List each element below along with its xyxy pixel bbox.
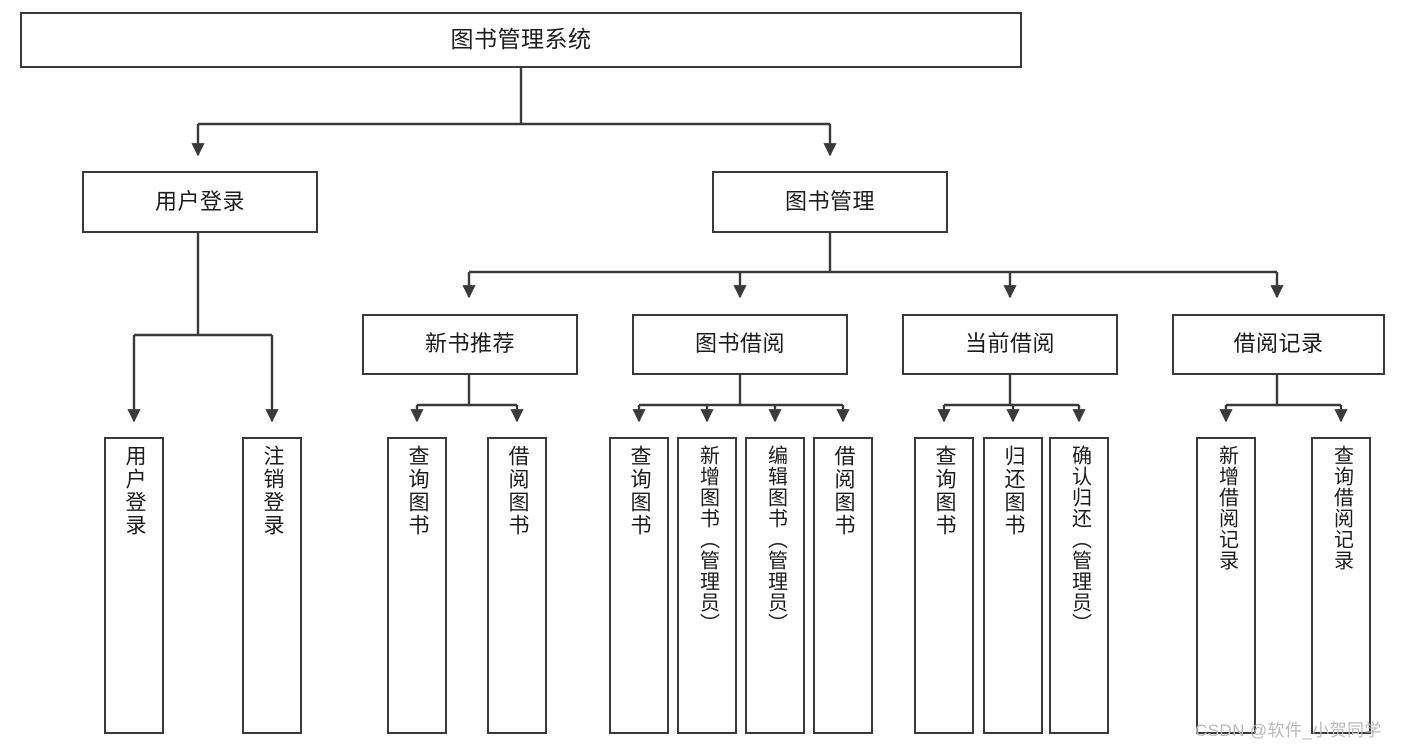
leaf-borrow-book-recommend[interactable]: 借阅图书: [487, 437, 547, 734]
node-new-book-recommend[interactable]: 新书推荐: [362, 314, 578, 375]
node-label: 查询图书: [406, 445, 430, 537]
node-current-borrow[interactable]: 当前借阅: [902, 314, 1118, 375]
leaf-add-borrow-record[interactable]: 新增借阅记录: [1196, 437, 1256, 734]
node-label: 归还图书: [1002, 445, 1026, 537]
node-label: 确认归还（管理员）: [1068, 445, 1091, 634]
leaf-query-book-recommend[interactable]: 查询图书: [387, 437, 447, 734]
node-label: 图书借阅: [694, 331, 785, 357]
node-label: 借阅图书: [506, 445, 530, 537]
leaf-edit-book[interactable]: 编辑图书（管理员）: [745, 437, 805, 734]
leaf-query-book-current[interactable]: 查询图书: [914, 437, 974, 734]
node-root-system[interactable]: 图书管理系统: [20, 12, 1022, 68]
node-label: 借阅记录: [1233, 331, 1324, 357]
leaf-confirm-return[interactable]: 确认归还（管理员）: [1049, 437, 1109, 734]
watermark: CSDN @软件_小贺同学: [1195, 721, 1382, 740]
node-label: 查询图书: [628, 445, 652, 537]
node-label: 图书管理系统: [450, 26, 592, 53]
node-label: 新增借阅记录: [1215, 445, 1238, 571]
node-user-login[interactable]: 用户登录: [82, 171, 318, 233]
node-borrow-record[interactable]: 借阅记录: [1172, 314, 1385, 375]
node-label: 用户登录: [154, 188, 245, 214]
node-label: 用户登录: [123, 445, 147, 537]
node-label: 查询借阅记录: [1330, 445, 1353, 571]
leaf-return-book[interactable]: 归还图书: [983, 437, 1043, 734]
leaf-borrow-book[interactable]: 借阅图书: [813, 437, 873, 734]
node-label: 注销登录: [261, 445, 285, 537]
node-label: 编辑图书（管理员）: [764, 445, 787, 634]
node-book-management[interactable]: 图书管理: [712, 171, 948, 233]
node-label: 当前借阅: [964, 331, 1055, 357]
node-label: 新书推荐: [424, 331, 515, 357]
leaf-add-book[interactable]: 新增图书（管理员）: [677, 437, 737, 734]
node-label: 图书管理: [784, 188, 875, 214]
leaf-query-borrow-record[interactable]: 查询借阅记录: [1311, 437, 1371, 734]
leaf-logout[interactable]: 注销登录: [242, 437, 302, 734]
node-book-borrow[interactable]: 图书借阅: [632, 314, 848, 375]
leaf-query-book-borrow[interactable]: 查询图书: [609, 437, 669, 734]
node-label: 借阅图书: [832, 445, 856, 537]
node-label: 新增图书（管理员）: [696, 445, 719, 634]
node-label: 查询图书: [933, 445, 957, 537]
leaf-user-login[interactable]: 用户登录: [104, 437, 164, 734]
